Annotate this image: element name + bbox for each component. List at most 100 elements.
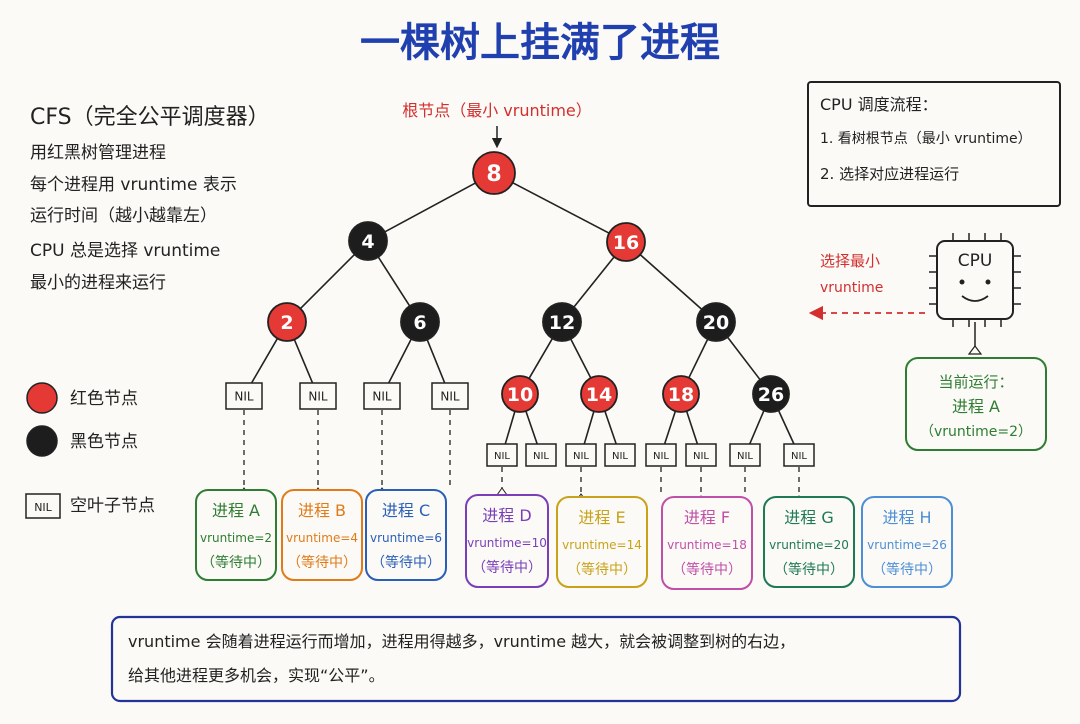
process-vruntime: vruntime=2 bbox=[200, 531, 272, 545]
cpu-eye-icon bbox=[959, 279, 965, 285]
node-value: 2 bbox=[280, 312, 293, 334]
tree-edge bbox=[377, 256, 411, 307]
tree-node-6: 6 bbox=[400, 302, 440, 342]
select-min-label: vruntime bbox=[820, 280, 883, 296]
tree-node-14: 14 bbox=[580, 375, 618, 413]
connector-tip-icon bbox=[967, 345, 983, 355]
nil-leaf: NIL bbox=[486, 443, 518, 467]
process-status: （等待中） bbox=[371, 554, 441, 571]
process-vruntime: vruntime=10 bbox=[467, 536, 547, 550]
tree-edges bbox=[249, 182, 796, 446]
cpu-eye-icon bbox=[985, 279, 991, 285]
node-value: 8 bbox=[486, 162, 501, 187]
nil-text: NIL bbox=[494, 451, 510, 462]
flow-heading: CPU 调度流程： bbox=[820, 95, 938, 114]
process-vruntime: vruntime=6 bbox=[370, 531, 442, 545]
tree-edge bbox=[426, 339, 446, 385]
current-line: （vruntime=2） bbox=[920, 424, 1032, 440]
nil-text: NIL bbox=[573, 451, 589, 462]
current-line: 当前运行： bbox=[938, 373, 1013, 391]
node-value: 20 bbox=[703, 312, 729, 334]
tree-edge bbox=[663, 410, 677, 445]
process-box: 进程 C vruntime=6 （等待中） bbox=[365, 489, 447, 581]
nil-text: NIL bbox=[653, 451, 669, 462]
root-label: 根节点（最小 vruntime） bbox=[402, 101, 592, 120]
cfs-line: 每个进程用 vruntime 表示 bbox=[30, 175, 237, 195]
tree-node-10: 10 bbox=[501, 375, 539, 413]
process-name: 进程 C bbox=[382, 501, 430, 520]
nil-text: NIL bbox=[308, 390, 328, 404]
process-status: （等待中） bbox=[872, 561, 942, 578]
tree-node-2: 2 bbox=[267, 302, 307, 342]
tree-edge bbox=[293, 339, 314, 385]
process-vruntime: vruntime=4 bbox=[286, 531, 358, 545]
process-status: （等待中） bbox=[472, 559, 542, 576]
process-name: 进程 D bbox=[482, 506, 531, 525]
tree-edge bbox=[639, 254, 703, 310]
tree-edge bbox=[573, 256, 615, 308]
tree-edge bbox=[249, 338, 279, 386]
process-name: 进程 H bbox=[882, 508, 931, 527]
tree-edge bbox=[299, 253, 356, 310]
process-status: （等待中） bbox=[672, 561, 742, 578]
node-value: 14 bbox=[586, 384, 612, 406]
nil-text: NIL bbox=[693, 451, 709, 462]
process-status: （等待中） bbox=[567, 561, 637, 578]
legend-nil-swatch bbox=[25, 493, 61, 519]
cfs-description: CFS（完全公平调度器） 用红黑树管理进程 每个进程用 vruntime 表示 … bbox=[30, 105, 270, 293]
nil-leaf: NIL bbox=[565, 443, 597, 467]
node-value: 10 bbox=[507, 384, 533, 406]
tree-edge bbox=[604, 410, 618, 445]
tree-edge bbox=[384, 182, 476, 233]
footer-note: vruntime 会随着进程运行而增加，进程用得越多，vruntime 越大，就… bbox=[110, 615, 962, 703]
process-name: 进程 G bbox=[784, 508, 834, 527]
process-vruntime: vruntime=26 bbox=[867, 538, 947, 552]
process-name: 进程 A bbox=[212, 501, 260, 520]
node-value: 12 bbox=[549, 312, 575, 334]
tree-edge bbox=[569, 338, 592, 379]
legend-label: 空叶子节点 bbox=[70, 496, 155, 516]
nil-text: NIL bbox=[791, 451, 807, 462]
tree-edge bbox=[525, 410, 539, 445]
process-vruntime: vruntime=20 bbox=[769, 538, 849, 552]
cpu-label: CPU bbox=[958, 251, 993, 271]
nil-leaf: NIL bbox=[685, 443, 717, 467]
tree-edge bbox=[512, 182, 610, 234]
nil-leaf: NIL bbox=[783, 443, 815, 467]
nil-text: NIL bbox=[440, 390, 460, 404]
process-vruntime: vruntime=14 bbox=[562, 538, 642, 552]
tree-edge bbox=[777, 410, 796, 446]
tree-edge bbox=[685, 410, 699, 445]
flow-step: 1. 看树根节点（最小 vruntime） bbox=[820, 131, 1032, 147]
page-title: 一棵树上挂满了进程 bbox=[360, 20, 720, 66]
cpu-smile-icon bbox=[961, 295, 989, 302]
process-status: （等待中） bbox=[201, 554, 271, 571]
tree-node-18: 18 bbox=[662, 375, 700, 413]
legend-label: 黑色节点 bbox=[70, 432, 138, 452]
nil-text: NIL bbox=[737, 451, 753, 462]
node-value: 26 bbox=[758, 384, 784, 406]
node-value: 6 bbox=[413, 312, 426, 334]
tree-node-12: 12 bbox=[542, 302, 582, 342]
process-name: 进程 F bbox=[684, 508, 730, 527]
node-value: 16 bbox=[613, 232, 639, 254]
nil-text: NIL bbox=[612, 451, 628, 462]
process-box: 进程 H vruntime=26 （等待中） bbox=[861, 496, 953, 588]
tree-edge bbox=[504, 411, 516, 445]
process-status: （等待中） bbox=[774, 561, 844, 578]
legend-black-swatch bbox=[26, 425, 58, 457]
current-running-box: 当前运行： 进程 A （vruntime=2） bbox=[905, 357, 1047, 451]
tree-edge bbox=[688, 338, 709, 379]
tree-node-4: 4 bbox=[348, 221, 388, 261]
legend-label: 红色节点 bbox=[70, 389, 138, 409]
legend-nil-text: NIL bbox=[34, 501, 52, 514]
nil-text: NIL bbox=[234, 390, 254, 404]
process-box: 进程 G vruntime=20 （等待中） bbox=[763, 496, 855, 588]
nil-text: NIL bbox=[533, 451, 549, 462]
nil-leaf: NIL bbox=[525, 443, 557, 467]
legend-red-swatch bbox=[26, 382, 58, 414]
cpu-pins bbox=[929, 233, 1021, 327]
footer-line: 给其他进程更多机会，实现“公平”。 bbox=[128, 666, 385, 685]
